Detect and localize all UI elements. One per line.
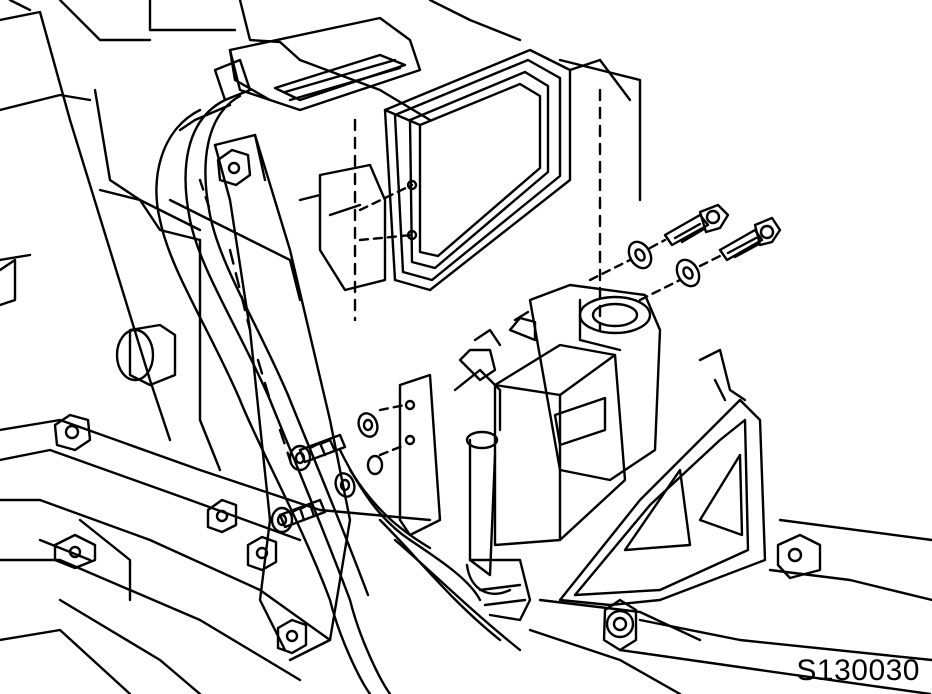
harness-connector (213, 16, 422, 112)
control-module (353, 48, 602, 332)
bracket-bolts (270, 412, 384, 534)
wiring-harness (155, 94, 522, 694)
mounting-strut (98, 133, 352, 662)
figure-reference-number: S130030 (796, 654, 920, 687)
hydraulic-unit (453, 283, 662, 622)
rubber-bushing (0, 258, 177, 387)
hydraulic-unit-bracket (378, 348, 767, 652)
module-screws (588, 203, 782, 302)
module-mounting-block (298, 163, 387, 292)
nuts (53, 148, 308, 655)
